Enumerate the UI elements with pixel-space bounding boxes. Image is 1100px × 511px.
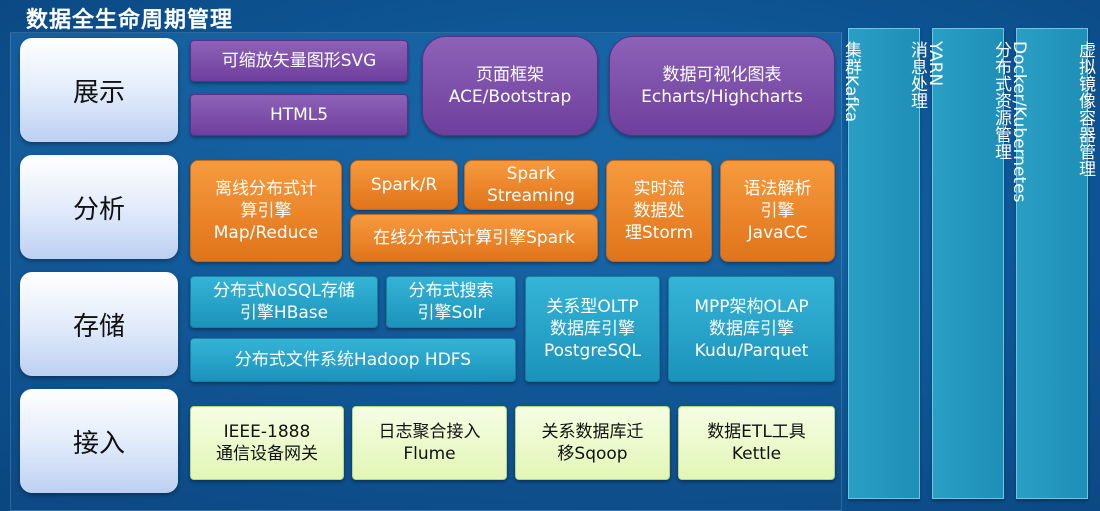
yarn-line-1: 分布式资源管理 [991,41,1011,160]
parser-line-2: 引擎 [760,201,795,221]
svg-box: 可缩放矢量图形SVG [190,40,408,82]
oltp-line-2: 数据库引擎 [550,319,635,339]
online-compute-box: 在线分布式计算引擎Spark [350,214,598,262]
realtime-line-3: 理Storm [624,223,694,243]
kafka-text: 消息处理 集群Kafka [796,41,972,122]
layer-storage-label: 存储 [72,311,125,342]
parser-line-3: JavaCC [747,223,808,243]
nosql-line-2: 引擎HBase [239,303,329,323]
offline-compute-box: 离线分布式计 算引擎 Map/Reduce [190,160,342,262]
yarn-line-2: YARN [925,41,945,87]
realtime-line-1: 实时流 [633,179,685,199]
layer-storage: 存储 [20,272,178,376]
ieee-gateway-box: IEEE-1888 通信设备网关 [190,406,344,480]
visual-charts-box: 数据可视化图表 Echarts/Highcharts [609,36,835,136]
page-title: 数据全生命周期管理 [26,8,234,33]
charts-line-2: Echarts/Highcharts [641,87,803,107]
oltp-line-1: 关系型OLTP [546,297,639,317]
docker-line-1: 虚拟镜像容器管理 [1075,41,1095,177]
offline-line-3: Map/Reduce [213,223,319,243]
hdfs-box: 分布式文件系统Hadoop HDFS [190,338,516,382]
search-line-1: 分布式搜索 [408,281,494,301]
sqoop-line-2: 移Sqoop [557,444,628,464]
layer-display-label: 展示 [72,77,125,108]
online-label: 在线分布式计算引擎Spark [373,228,575,248]
kafka-column: 消息处理 集群Kafka [841,28,927,499]
search-engine-box: 分布式搜索 引擎Solr [386,276,516,328]
spark-streaming-box: Spark Streaming [464,160,598,210]
oltp-line-3: PostgreSQL [543,341,642,361]
docker-column: 虚拟镜像容器管理 Docker/Kubernetes [1009,28,1095,499]
kettle-box: 数据ETL工具 Kettle [678,406,835,480]
layer-ingest: 接入 [20,389,178,493]
page-framework-box: 页面框架 ACE/Bootstrap [422,36,598,136]
yarn-text: 分布式资源管理 YARN [880,41,1056,160]
html5-box: HTML5 [190,94,408,136]
svg-label: 可缩放矢量图形SVG [221,51,377,71]
hdfs-label: 分布式文件系统Hadoop HDFS [234,350,472,370]
offline-line-1: 离线分布式计 [215,179,317,199]
kafka-line-2: 集群Kafka [841,41,861,123]
nosql-box: 分布式NoSQL存储 引擎HBase [190,276,378,328]
ieee-line-2: 通信设备网关 [216,444,318,464]
parser-line-1: 语法解析 [743,179,812,199]
docker-line-2: Docker/Kubernetes [1009,41,1029,203]
olap-line-3: Kudu/Parquet [694,341,809,361]
realtime-stream-box: 实时流 数据处 理Storm [606,160,712,262]
ieee-line-1: IEEE-1888 [223,422,311,442]
flume-box: 日志聚合接入 Flume [352,406,507,480]
sqoop-line-1: 关系数据库迁 [541,422,644,442]
sqoop-box: 关系数据库迁 移Sqoop [515,406,670,480]
spark-streaming-line-2: Streaming [487,186,575,206]
oltp-box: 关系型OLTP 数据库引擎 PostgreSQL [525,276,660,382]
olap-line-1: MPP架构OLAP [694,297,809,317]
kettle-line-2: Kettle [731,444,782,464]
olap-box: MPP架构OLAP 数据库引擎 Kudu/Parquet [668,276,835,382]
parser-engine-box: 语法解析 引擎 JavaCC [720,160,835,262]
kettle-line-1: 数据ETL工具 [707,422,806,442]
spark-r-box: Spark/R [350,160,458,210]
html5-label: HTML5 [269,105,329,125]
nosql-line-1: 分布式NoSQL存储 [213,281,355,301]
offline-line-2: 算引擎 [240,201,292,221]
layer-display: 展示 [20,38,178,142]
docker-text: 虚拟镜像容器管理 Docker/Kubernetes [964,41,1100,202]
realtime-line-2: 数据处 [633,201,685,221]
framework-line-2: ACE/Bootstrap [448,87,572,107]
framework-line-1: 页面框架 [476,65,544,85]
charts-line-1: 数据可视化图表 [662,65,782,85]
yarn-column: 分布式资源管理 YARN [925,28,1011,499]
search-line-2: 引擎Solr [417,303,485,323]
layer-ingest-label: 接入 [72,428,125,459]
kafka-line-1: 消息处理 [907,41,927,109]
spark-r-label: Spark/R [370,175,438,195]
layer-analysis: 分析 [20,155,178,259]
flume-line-2: Flume [403,444,456,464]
olap-line-2: 数据库引擎 [709,319,794,339]
flume-line-1: 日志聚合接入 [378,422,481,442]
layer-analysis-label: 分析 [72,194,125,225]
spark-streaming-line-1: Spark [506,164,556,184]
